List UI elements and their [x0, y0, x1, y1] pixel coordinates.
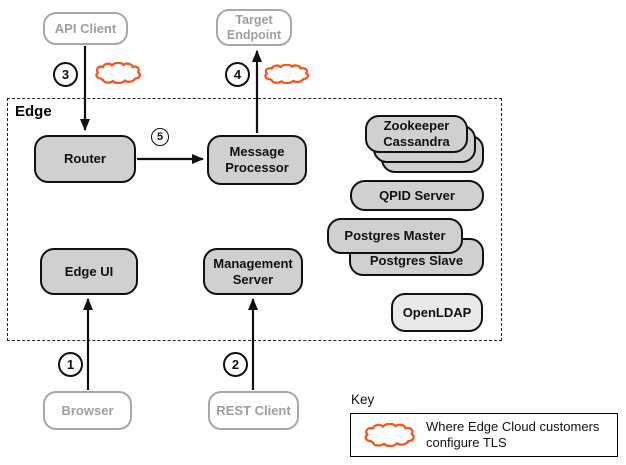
edge-group-boundary: Edge — [7, 98, 502, 341]
step-5-badge: 5 — [151, 128, 169, 146]
node-edge-ui: Edge UI — [40, 248, 138, 295]
edge-group-label: Edge — [15, 103, 52, 120]
key-entry-label: Where Edge Cloud customers configure TLS — [426, 418, 600, 450]
node-api-client: API Client — [43, 12, 128, 45]
node-rest-client: REST Client — [208, 391, 299, 430]
node-target-endpoint: Target Endpoint — [216, 9, 292, 46]
step-4-badge: 4 — [225, 62, 250, 87]
node-qpid-server: QPID Server — [350, 180, 484, 211]
tls-cloud-icon — [94, 62, 142, 84]
node-zookeeper-cassandra: Zookeeper Cassandra — [365, 115, 468, 153]
key-title: Key — [351, 392, 375, 407]
step-1-badge: 1 — [58, 352, 83, 377]
node-message-processor: Message Processor — [207, 135, 307, 185]
node-openldap: OpenLDAP — [391, 293, 483, 332]
key-legend-box: Where Edge Cloud customers configure TLS — [350, 413, 618, 457]
tls-cloud-icon — [263, 64, 310, 84]
node-browser: Browser — [43, 391, 132, 430]
node-postgres-master: Postgres Master — [327, 218, 463, 254]
step-2-badge: 2 — [223, 352, 248, 377]
node-router: Router — [34, 135, 136, 183]
tls-cloud-icon — [363, 423, 416, 447]
step-3-badge: 3 — [53, 62, 78, 87]
node-management-server: Management Server — [203, 248, 303, 295]
